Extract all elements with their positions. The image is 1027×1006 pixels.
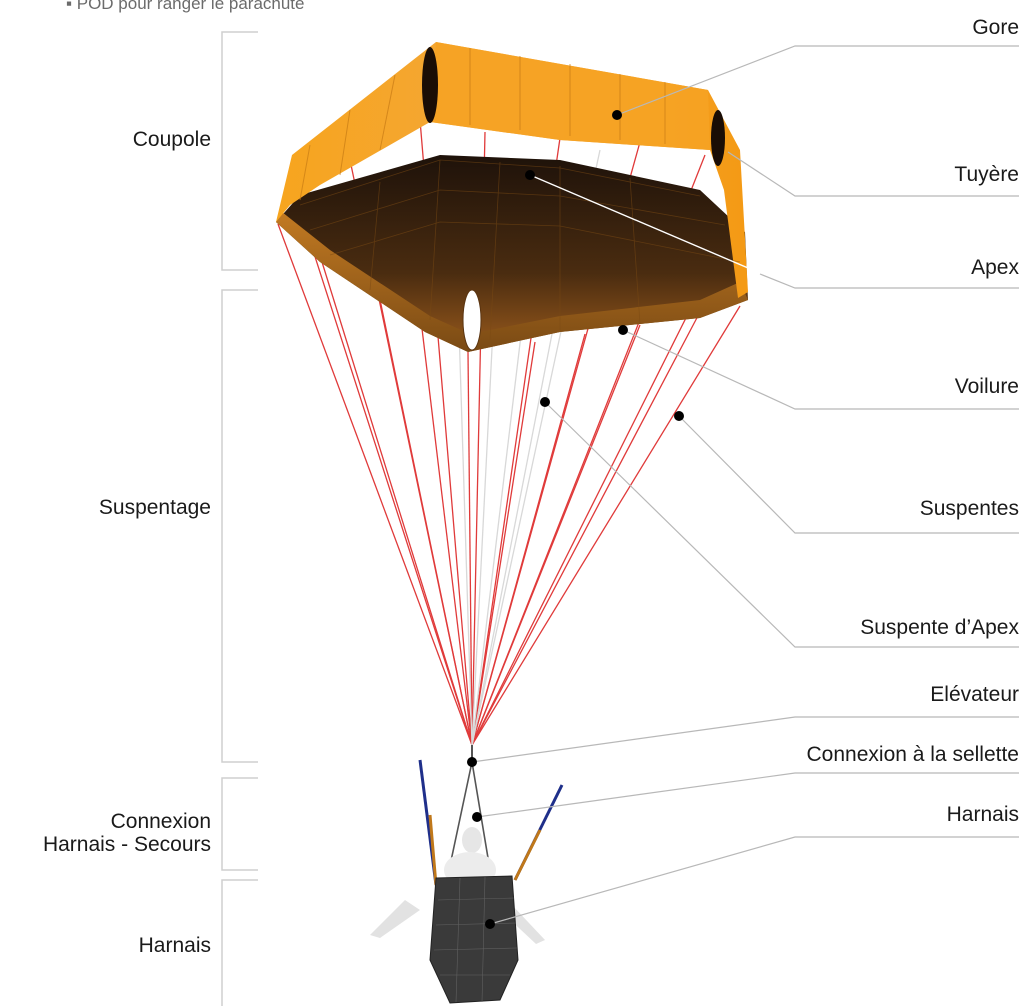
canopy <box>276 42 748 352</box>
leader-voilure <box>622 329 1019 410</box>
group-label-connexion-line1: Connexion <box>110 810 211 833</box>
dot-suspente-apex <box>540 397 550 407</box>
leader-suspentes <box>678 415 1019 534</box>
group-label-harnais: Harnais <box>138 934 211 957</box>
group-label-coupole: Coupole <box>132 128 211 151</box>
leader-connexion-sellette <box>476 772 1019 818</box>
dot-elevateur <box>467 757 477 767</box>
callout-apex: Apex <box>971 256 1019 279</box>
callout-connexion-sellette: Connexion à la sellette <box>806 743 1019 766</box>
leader-tuyere <box>727 151 1019 197</box>
dot-voilure <box>618 325 628 335</box>
dot-suspentes <box>674 411 684 421</box>
canopy-hem <box>276 212 748 352</box>
vent-opening-front <box>462 289 482 351</box>
group-brackets <box>221 31 258 1006</box>
callout-voilure: Voilure <box>954 375 1019 398</box>
group-label-connexion-line2: Harnais - Secours <box>42 833 211 856</box>
bracket-coupole <box>221 31 258 271</box>
bracket-connexion <box>221 777 258 871</box>
bracket-suspentage <box>221 289 258 763</box>
leader-suspente-apex <box>544 401 1019 648</box>
callout-suspente-apex: Suspente d’Apex <box>860 616 1019 639</box>
leader-harnais <box>489 836 1019 925</box>
callout-tuyere: Tuyère <box>954 163 1019 186</box>
pilot-figure <box>370 759 564 1004</box>
callout-elevateur: Elévateur <box>930 683 1019 706</box>
harness-body <box>429 875 519 1004</box>
callout-suspentes: Suspentes <box>919 497 1019 520</box>
dot-harnais <box>485 919 495 929</box>
pod-note: ▪ POD pour ranger le parachute <box>66 0 305 13</box>
group-label-suspentage: Suspentage <box>98 496 211 519</box>
leader-gore <box>616 45 1019 116</box>
canopy-underside <box>276 155 748 352</box>
vent-opening-left <box>422 47 438 123</box>
callout-gore: Gore <box>972 16 1019 39</box>
callout-harnais: Harnais <box>946 803 1019 826</box>
dot-gore <box>612 110 622 120</box>
vent-opening-right <box>711 110 725 166</box>
callout-leaders <box>471 45 1019 925</box>
bracket-harnais <box>221 879 258 1006</box>
callout-dots <box>467 110 684 929</box>
dot-connexion-sellette <box>472 812 482 822</box>
dot-apex <box>525 170 535 180</box>
leader-elevateur <box>471 716 1019 763</box>
